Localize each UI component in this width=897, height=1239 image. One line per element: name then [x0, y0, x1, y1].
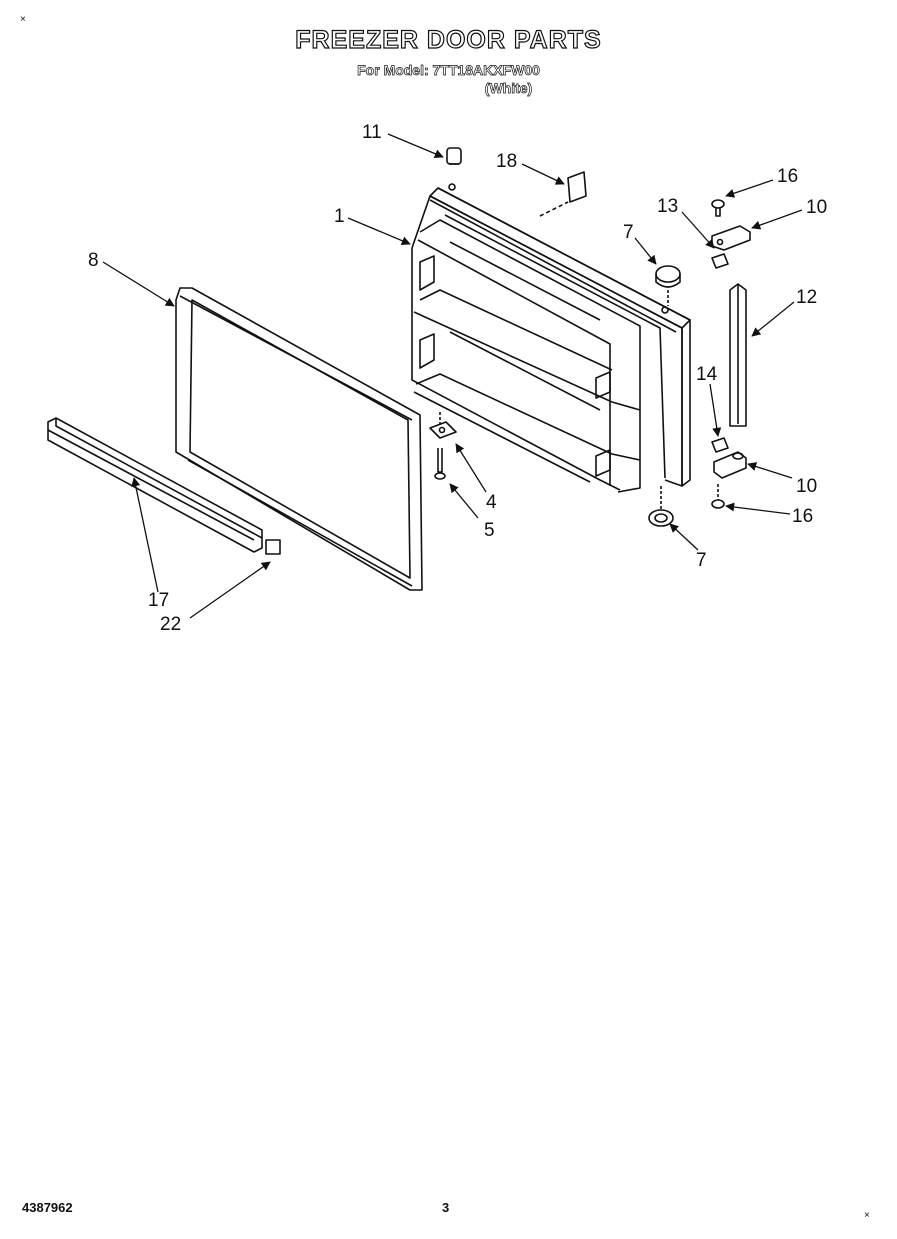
- leader-16-top: [725, 179, 774, 198]
- hinge-cover-part: [729, 283, 747, 427]
- end-cap-part: [265, 539, 281, 555]
- leader-7-bottom: [669, 523, 699, 551]
- page-title: FREEZER DOOR PARTS: [295, 25, 602, 54]
- callout-8: 8: [88, 250, 99, 271]
- hinge-cap-bottom: [648, 486, 674, 527]
- callout-11: 11: [362, 122, 382, 143]
- leader-14: [709, 383, 722, 437]
- callout-14: 14: [696, 364, 718, 385]
- top-hinge-part: [711, 225, 751, 251]
- bracket-screw: [434, 448, 446, 480]
- leader-17: [131, 477, 159, 593]
- hinge-screw-top: [711, 199, 725, 217]
- callout-labels: 11 18 16 10 13 1 7 8 12 14 4 5 10 16 7 1…: [88, 122, 827, 635]
- leader-1: [347, 217, 411, 246]
- door-gasket-part: [175, 287, 423, 591]
- label-part: [539, 171, 587, 217]
- callout-13: 13: [657, 196, 678, 217]
- color-variant: (White): [484, 80, 533, 97]
- callout-17: 17: [148, 590, 169, 611]
- callout-7-top: 7: [623, 222, 634, 243]
- leader-12: [751, 301, 795, 337]
- callout-4: 4: [486, 492, 497, 513]
- callout-7-bottom: 7: [696, 550, 707, 571]
- hinge-screw-bottom: [711, 484, 725, 509]
- callout-12: 12: [796, 287, 817, 308]
- door-liner-part: [411, 183, 691, 493]
- bottom-hinge-part: [713, 451, 747, 479]
- callout-18: 18: [496, 151, 517, 172]
- leader-18: [521, 163, 565, 185]
- callout-22: 22: [160, 614, 181, 635]
- plug-part: [446, 147, 462, 165]
- callout-16-top: 16: [777, 166, 798, 187]
- callout-16-bottom: 16: [792, 506, 813, 527]
- page-number: 3: [442, 1200, 450, 1215]
- model-line: For Model: 7TT18AKXFW00: [357, 62, 540, 79]
- leader-16-bottom: [725, 502, 791, 515]
- bracket-part: [429, 412, 457, 439]
- leader-13: [681, 211, 715, 249]
- leader-8: [102, 261, 175, 307]
- leader-7-top: [634, 237, 657, 265]
- leader-11: [387, 133, 444, 159]
- leader-4: [455, 443, 487, 493]
- hinge-shim-top: [711, 253, 729, 269]
- trim-strip-part: [47, 417, 263, 553]
- corner-mark-top-left: ×: [20, 14, 26, 25]
- hinge-shim-bottom: [711, 437, 729, 453]
- leader-22: [189, 561, 271, 619]
- document-number: 4387962: [22, 1200, 73, 1215]
- callout-1: 1: [334, 206, 345, 227]
- leader-10-bottom: [747, 462, 793, 479]
- callout-10-bottom: 10: [796, 476, 817, 497]
- leader-5: [449, 483, 479, 519]
- corner-mark-bottom-right: ×: [864, 1210, 870, 1221]
- leader-10-top: [751, 209, 803, 230]
- callout-5: 5: [484, 520, 495, 541]
- callout-10-top: 10: [806, 197, 827, 218]
- hinge-cap-top: [655, 265, 681, 306]
